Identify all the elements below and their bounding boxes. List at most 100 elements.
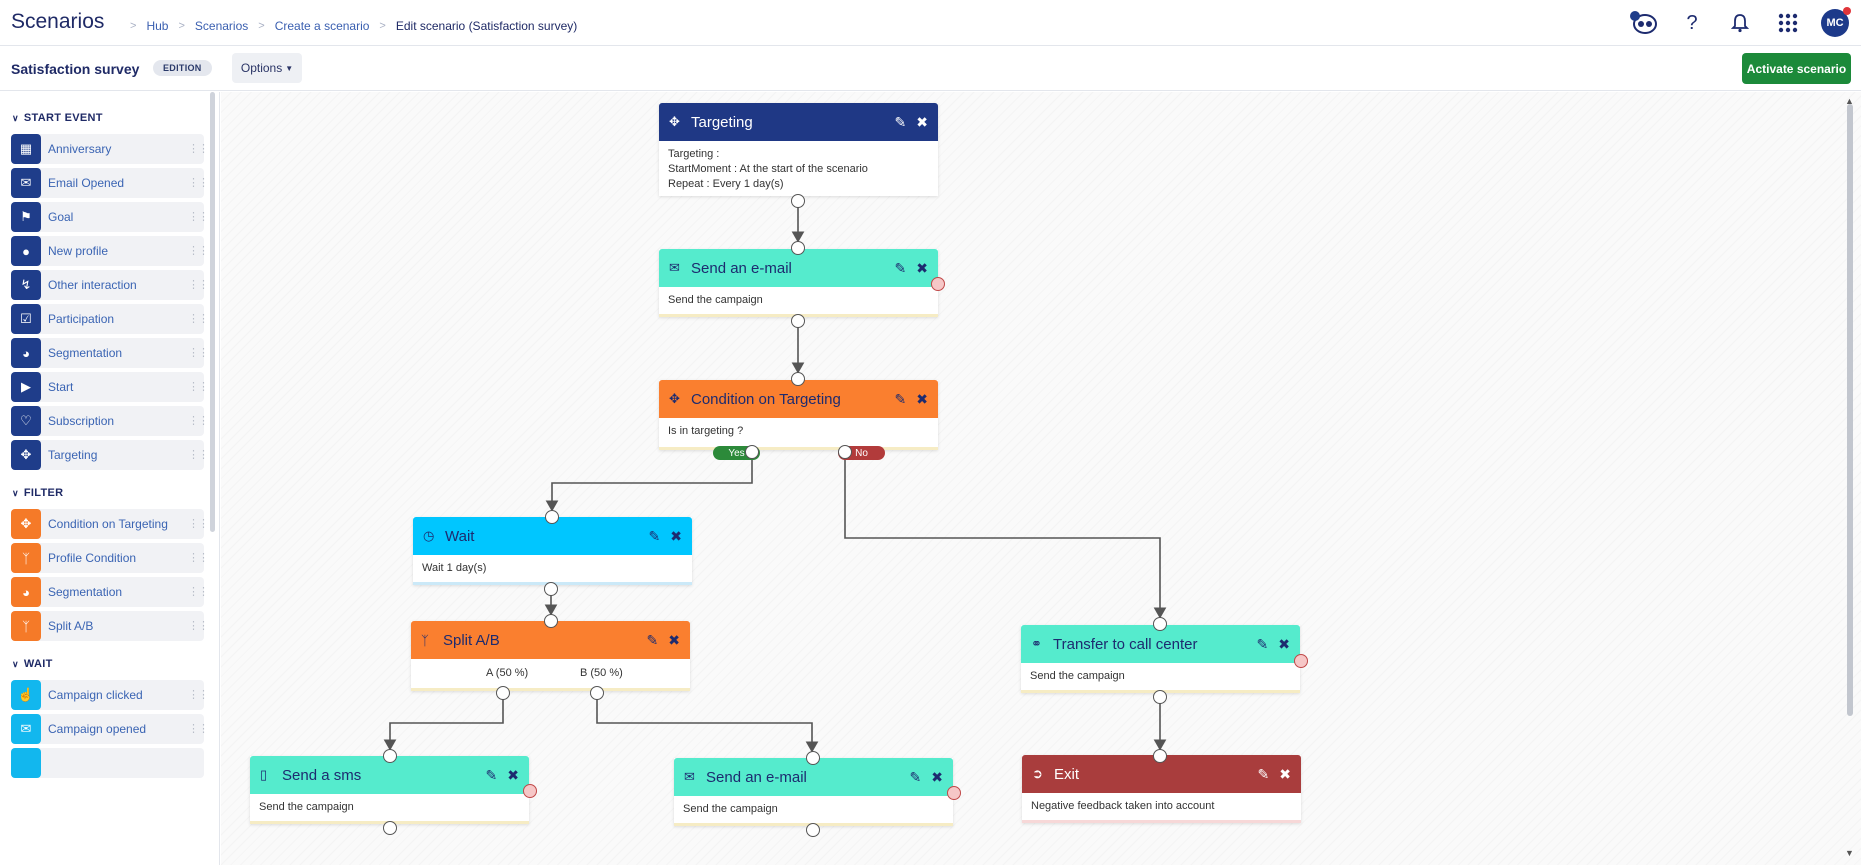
close-icon[interactable]: ✖ bbox=[1278, 635, 1290, 652]
breadcrumb-create-scenario[interactable]: Create a scenario bbox=[274, 19, 370, 33]
edit-pencil-icon[interactable]: ✎ bbox=[909, 768, 922, 785]
close-icon[interactable]: ✖ bbox=[1279, 765, 1291, 782]
sidebar-scrollbar[interactable] bbox=[210, 92, 215, 532]
breadcrumb-scenarios[interactable]: Scenarios bbox=[194, 19, 249, 33]
drag-handle-icon[interactable]: ⋮⋮ bbox=[188, 279, 209, 291]
close-icon[interactable]: ✖ bbox=[916, 113, 928, 130]
edit-pencil-icon[interactable]: ✎ bbox=[894, 259, 907, 276]
no-port[interactable] bbox=[838, 445, 852, 459]
output-port[interactable] bbox=[1153, 690, 1167, 704]
drag-handle-icon[interactable]: ⋮⋮ bbox=[188, 689, 209, 701]
edit-pencil-icon[interactable]: ✎ bbox=[1256, 635, 1269, 652]
sidebar-item-condition-on-targeting[interactable]: ✥Condition on Targeting⋮⋮ bbox=[11, 509, 209, 539]
input-port[interactable] bbox=[544, 614, 558, 628]
edit-pencil-icon[interactable]: ✎ bbox=[485, 766, 498, 783]
node-send-email-b[interactable]: ✉ Send an e-mail ✎ ✖ Send the campaign bbox=[674, 758, 953, 826]
node-exit[interactable]: ➲ Exit ✎ ✖ Negative feedback taken into … bbox=[1022, 755, 1301, 823]
canvas-scrollbar[interactable] bbox=[1847, 104, 1853, 716]
sidebar-item-filter-segmentation[interactable]: ◕Segmentation⋮⋮ bbox=[11, 577, 209, 607]
error-port[interactable] bbox=[523, 784, 537, 798]
drag-handle-icon[interactable]: ⋮⋮ bbox=[188, 518, 209, 530]
drag-handle-icon[interactable]: ⋮⋮ bbox=[188, 449, 209, 461]
edit-pencil-icon[interactable]: ✎ bbox=[648, 527, 661, 544]
node-transfer-call-center[interactable]: ⚭ Transfer to call center ✎ ✖ Send the c… bbox=[1021, 625, 1300, 693]
sidebar-item-anniversary[interactable]: ▦Anniversary⋮⋮ bbox=[11, 134, 209, 164]
sidebar-item-goal[interactable]: ⚑Goal⋮⋮ bbox=[11, 202, 209, 232]
close-icon[interactable]: ✖ bbox=[916, 390, 928, 407]
apps-grid-icon[interactable] bbox=[1773, 8, 1803, 38]
input-port[interactable] bbox=[791, 241, 805, 255]
yes-port[interactable] bbox=[745, 445, 759, 459]
input-port[interactable] bbox=[383, 749, 397, 763]
edit-pencil-icon[interactable]: ✎ bbox=[894, 113, 907, 130]
output-port[interactable] bbox=[383, 821, 397, 835]
options-dropdown-button[interactable]: Options▼ bbox=[232, 53, 302, 83]
error-port[interactable] bbox=[931, 277, 945, 291]
split-a-port[interactable] bbox=[496, 686, 510, 700]
input-port[interactable] bbox=[791, 372, 805, 386]
sidebar-item-email-opened[interactable]: ✉Email Opened⋮⋮ bbox=[11, 168, 209, 198]
drag-handle-icon[interactable]: ⋮⋮ bbox=[188, 177, 209, 189]
error-port[interactable] bbox=[947, 786, 961, 800]
node-send-sms[interactable]: ▯ Send a sms ✎ ✖ Send the campaign bbox=[250, 756, 529, 824]
input-port[interactable] bbox=[1153, 617, 1167, 631]
drag-handle-icon[interactable]: ⋮⋮ bbox=[188, 723, 209, 735]
input-port[interactable] bbox=[806, 751, 820, 765]
drag-handle-icon[interactable]: ⋮⋮ bbox=[188, 381, 209, 393]
section-filter[interactable]: ∨FILTER bbox=[12, 487, 63, 499]
drag-handle-icon[interactable]: ⋮⋮ bbox=[188, 415, 209, 427]
output-port[interactable] bbox=[544, 582, 558, 596]
sidebar-item-participation[interactable]: ☑Participation⋮⋮ bbox=[11, 304, 209, 334]
close-icon[interactable]: ✖ bbox=[507, 766, 519, 783]
sidebar-item-new-profile[interactable]: ●New profile⋮⋮ bbox=[11, 236, 209, 266]
drag-handle-icon[interactable]: ⋮⋮ bbox=[188, 313, 209, 325]
sidebar-item-partial[interactable] bbox=[11, 748, 204, 778]
scroll-down-arrow-icon[interactable]: ▼ bbox=[1845, 848, 1854, 858]
error-port[interactable] bbox=[1294, 654, 1308, 668]
node-targeting[interactable]: ✥ Targeting ✎ ✖ Targeting : StartMoment … bbox=[659, 103, 938, 196]
edit-pencil-icon[interactable]: ✎ bbox=[646, 631, 659, 648]
node-condition-on-targeting[interactable]: ✥ Condition on Targeting ✎ ✖ Is in targe… bbox=[659, 380, 938, 450]
drag-handle-icon[interactable]: ⋮⋮ bbox=[188, 552, 209, 564]
section-start-event[interactable]: ∨START EVENT bbox=[12, 112, 103, 124]
drag-handle-icon[interactable]: ⋮⋮ bbox=[188, 211, 209, 223]
breadcrumb-hub[interactable]: Hub bbox=[146, 19, 169, 33]
edit-pencil-icon[interactable]: ✎ bbox=[894, 390, 907, 407]
output-port[interactable] bbox=[791, 314, 805, 328]
sidebar-item-start[interactable]: ▶Start⋮⋮ bbox=[11, 372, 209, 402]
sidebar-item-segmentation[interactable]: ◕Segmentation⋮⋮ bbox=[11, 338, 209, 368]
node-send-email[interactable]: ✉ Send an e-mail ✎ ✖ Send the campaign bbox=[659, 249, 938, 317]
close-icon[interactable]: ✖ bbox=[670, 527, 682, 544]
drag-handle-icon[interactable]: ⋮⋮ bbox=[188, 620, 209, 632]
section-wait[interactable]: ∨WAIT bbox=[12, 658, 53, 670]
drag-handle-icon[interactable]: ⋮⋮ bbox=[188, 245, 209, 257]
activate-scenario-button[interactable]: Activate scenario bbox=[1742, 53, 1851, 84]
drag-handle-icon[interactable]: ⋮⋮ bbox=[188, 586, 209, 598]
avatar[interactable]: MC bbox=[1821, 7, 1851, 37]
input-port[interactable] bbox=[545, 510, 559, 524]
sidebar-item-other-interaction[interactable]: ↯Other interaction⋮⋮ bbox=[11, 270, 209, 300]
node-wait[interactable]: ◷ Wait ✎ ✖ Wait 1 day(s) bbox=[413, 517, 692, 585]
split-b-port[interactable] bbox=[590, 686, 604, 700]
sidebar-item-campaign-clicked[interactable]: ☝Campaign clicked⋮⋮ bbox=[11, 680, 209, 710]
close-icon[interactable]: ✖ bbox=[931, 768, 943, 785]
scroll-up-arrow-icon[interactable]: ▲ bbox=[1845, 96, 1854, 106]
sidebar-item-subscription[interactable]: ♡Subscription⋮⋮ bbox=[11, 406, 209, 436]
help-icon[interactable]: ? bbox=[1686, 11, 1698, 34]
scenario-canvas[interactable] bbox=[221, 92, 1861, 865]
input-port[interactable] bbox=[1153, 749, 1167, 763]
drag-handle-icon[interactable]: ⋮⋮ bbox=[188, 347, 209, 359]
output-port[interactable] bbox=[791, 194, 805, 208]
mascot-icon[interactable] bbox=[1629, 8, 1659, 38]
sidebar-item-campaign-opened[interactable]: ✉Campaign opened⋮⋮ bbox=[11, 714, 209, 744]
output-port[interactable] bbox=[806, 823, 820, 837]
sidebar-item-targeting[interactable]: ✥Targeting⋮⋮ bbox=[11, 440, 209, 470]
bell-icon[interactable] bbox=[1725, 8, 1755, 38]
node-split-ab[interactable]: ᛉ Split A/B ✎ ✖ bbox=[411, 621, 690, 691]
close-icon[interactable]: ✖ bbox=[668, 631, 680, 648]
edit-pencil-icon[interactable]: ✎ bbox=[1257, 765, 1270, 782]
drag-handle-icon[interactable]: ⋮⋮ bbox=[188, 143, 209, 155]
close-icon[interactable]: ✖ bbox=[916, 259, 928, 276]
